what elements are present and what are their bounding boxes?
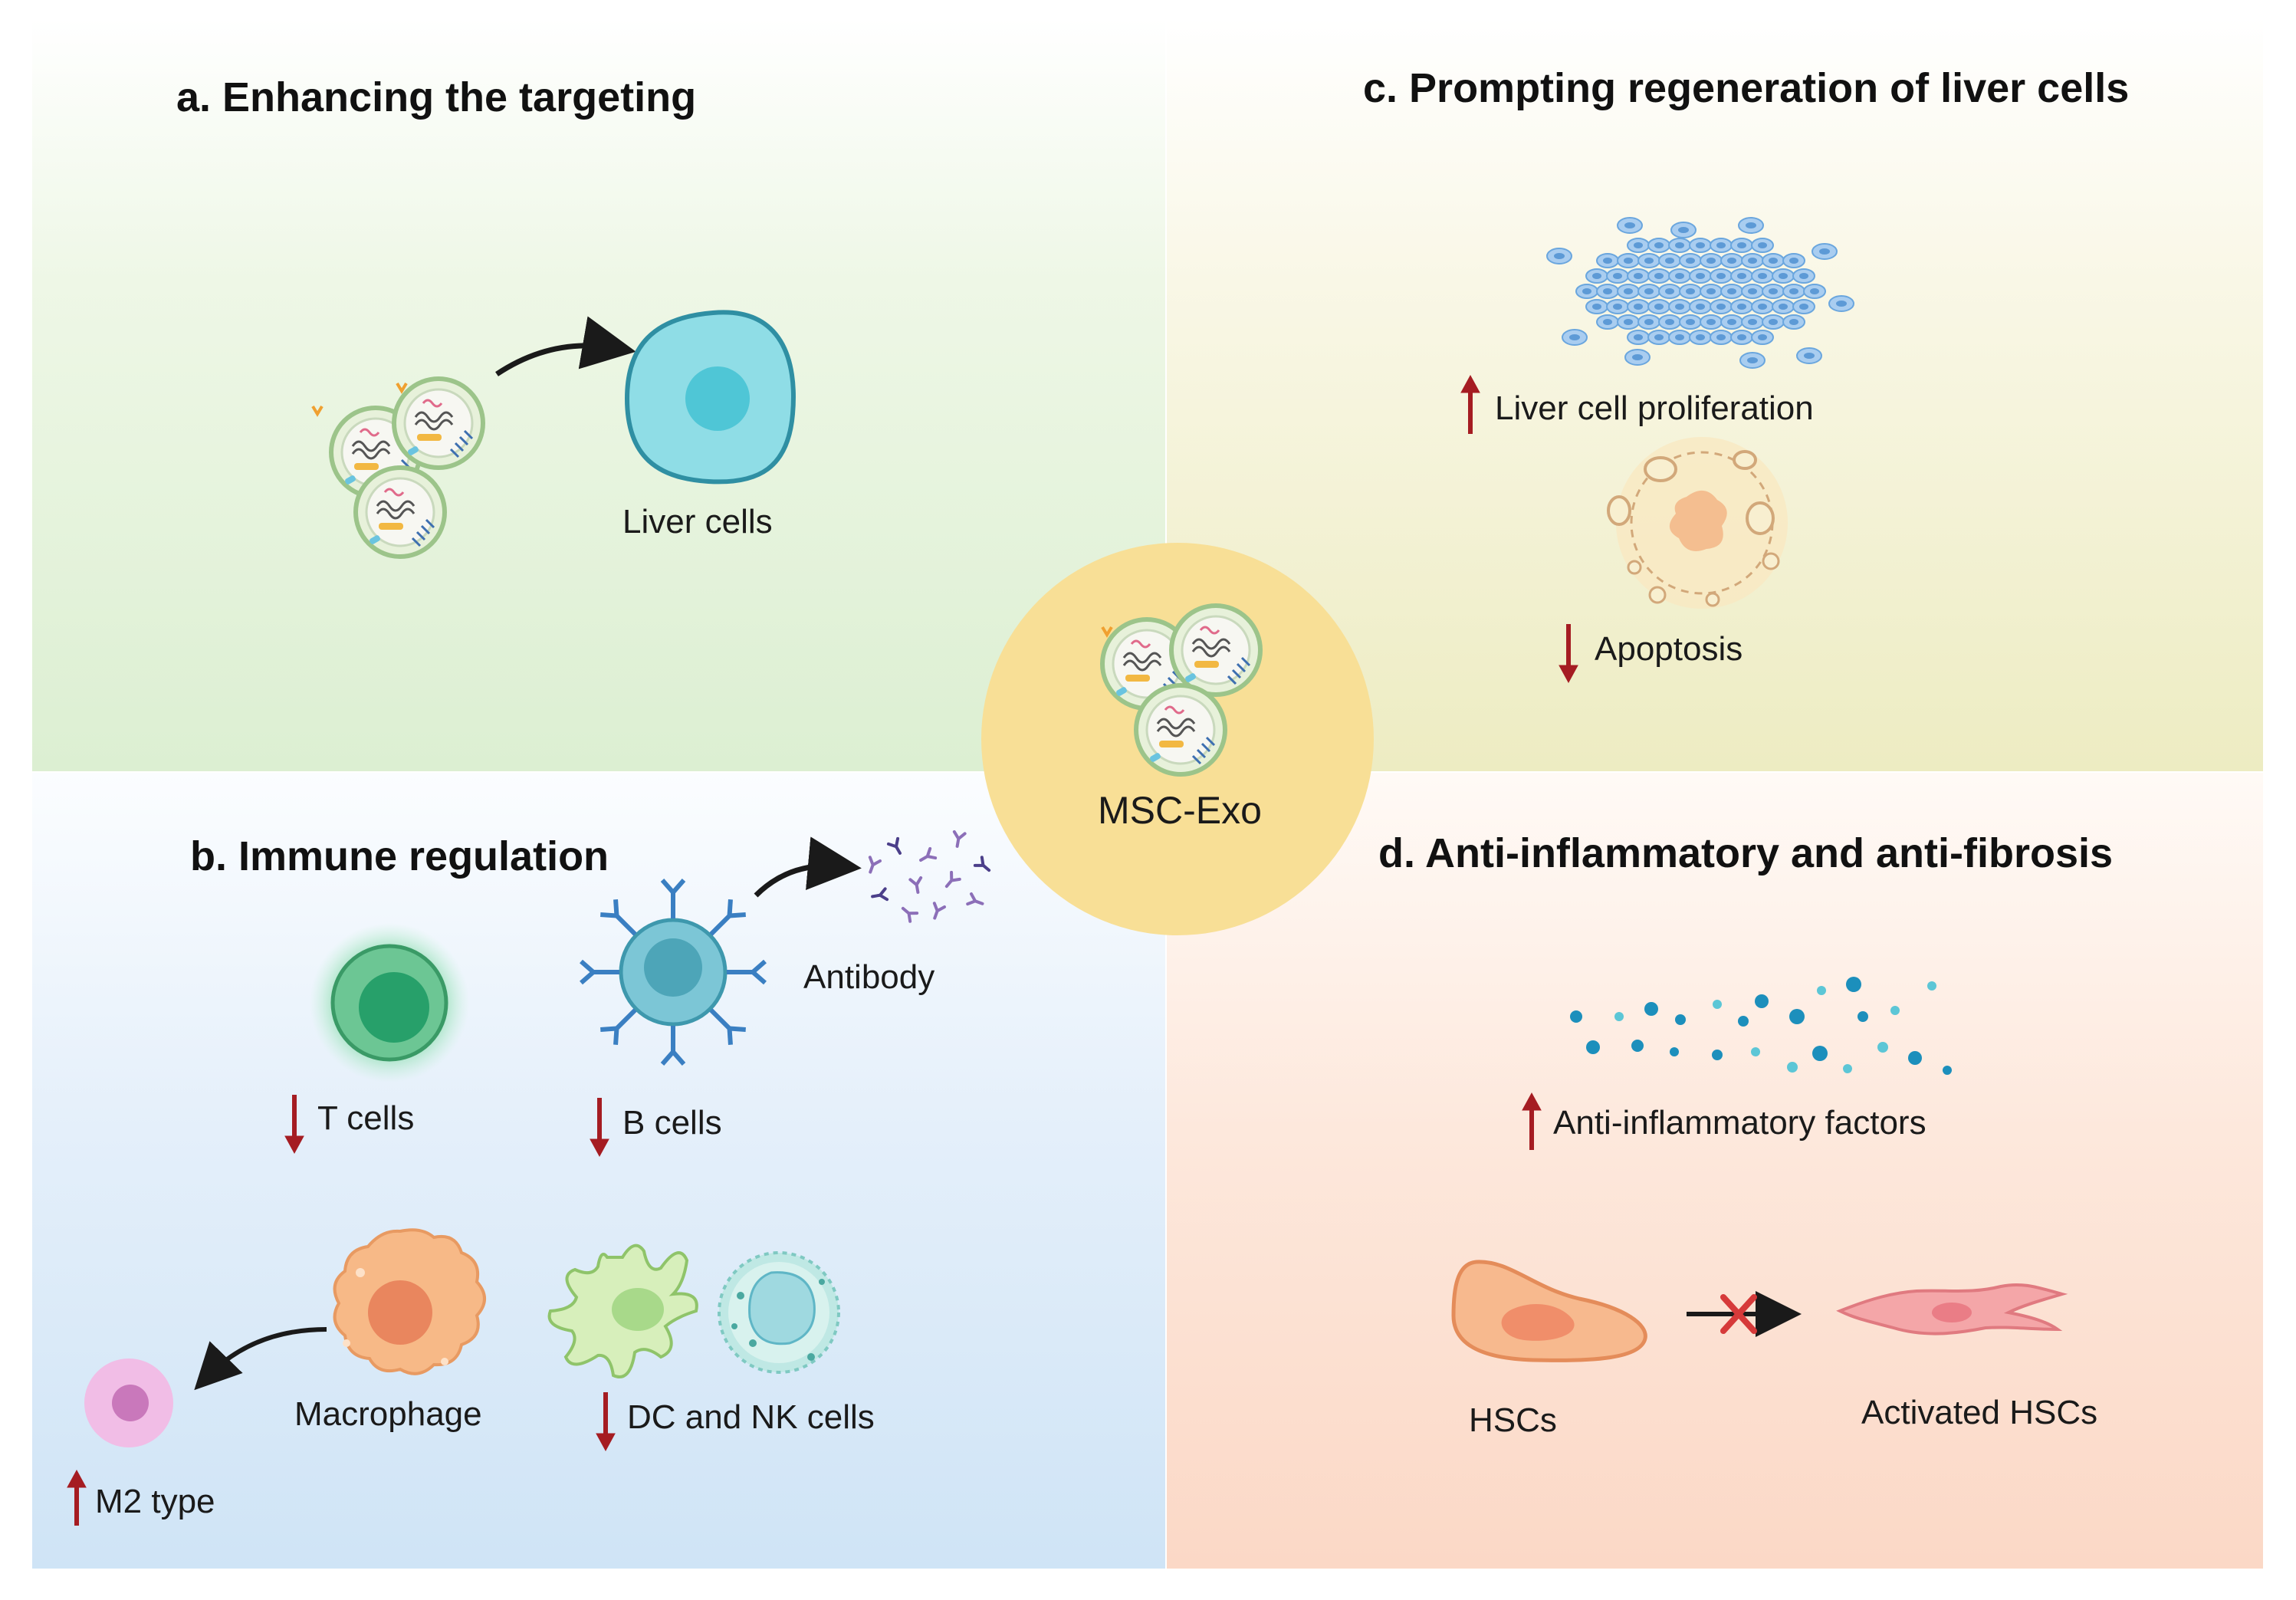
- liver-cell-cluster-icon: [1546, 217, 1854, 369]
- activated-hsc-icon: [1836, 1283, 2068, 1336]
- center-exosome-cluster-icon: [1102, 606, 1260, 774]
- apoptosis-label: Apoptosis: [1595, 630, 1743, 668]
- t-cells-label: T cells: [317, 1099, 415, 1137]
- panel-c-title: c. Prompting regeneration of liver cells: [1363, 65, 2130, 111]
- down-arrow-icon-t-cells: [284, 1095, 304, 1155]
- macrophage-label: Macrophage: [294, 1395, 482, 1433]
- activated-hscs-label: Activated HSCs: [1861, 1394, 2098, 1431]
- panel-a-background: [32, 18, 1165, 771]
- nk-cell-icon: [718, 1251, 840, 1374]
- antibody-icon: [868, 830, 991, 923]
- b-cells-label: B cells: [622, 1104, 722, 1142]
- down-arrow-icon-dc-nk: [596, 1392, 616, 1452]
- m2-type-label: M2 type: [95, 1483, 215, 1520]
- dc-cell-icon: [547, 1244, 698, 1378]
- anti-inflammatory-label: Anti-inflammatory factors: [1553, 1104, 1926, 1142]
- hscs-label: HSCs: [1469, 1401, 1557, 1439]
- b-cell-icon: [580, 879, 767, 1066]
- down-arrow-icon-apoptosis: [1559, 624, 1578, 684]
- proliferation-label: Liver cell proliferation: [1495, 389, 1814, 427]
- t-cell-icon: [310, 923, 469, 1083]
- liver-cells-label: Liver cells: [622, 503, 773, 540]
- panel-a-curved-arrow-icon: [495, 316, 636, 376]
- panel-d-background: [1167, 773, 2263, 1569]
- up-arrow-icon-proliferation: [1460, 374, 1480, 434]
- macrophage-icon: [333, 1228, 486, 1375]
- panel-a-title: a. Enhancing the targeting: [176, 74, 697, 120]
- hsc-cell-icon: [1451, 1260, 1647, 1362]
- m2-macrophage-icon: [84, 1359, 173, 1447]
- liver-cell-icon: [624, 310, 796, 485]
- up-arrow-icon-m2: [67, 1469, 87, 1526]
- panel-a-exosome-cluster-icon: [311, 379, 483, 557]
- up-arrow-icon-anti-inflammatory: [1522, 1092, 1542, 1150]
- panel-b-macrophage-arrow-icon: [194, 1327, 327, 1391]
- center-label: MSC-Exo: [1098, 789, 1262, 832]
- apoptotic-cell-icon: [1607, 437, 1788, 609]
- antibody-label: Antibody: [803, 958, 935, 996]
- panel-b-curved-arrow-icon: [754, 836, 862, 898]
- panel-d-title: d. Anti-inflammatory and anti-fibrosis: [1378, 830, 2114, 876]
- panel-b-title: b. Immune regulation: [190, 833, 609, 879]
- blocked-arrow-icon: [1687, 1291, 1802, 1337]
- anti-inflammatory-factors-icon: [1570, 977, 1952, 1075]
- dc-nk-label: DC and NK cells: [627, 1398, 875, 1436]
- down-arrow-icon-b-cells: [590, 1098, 609, 1158]
